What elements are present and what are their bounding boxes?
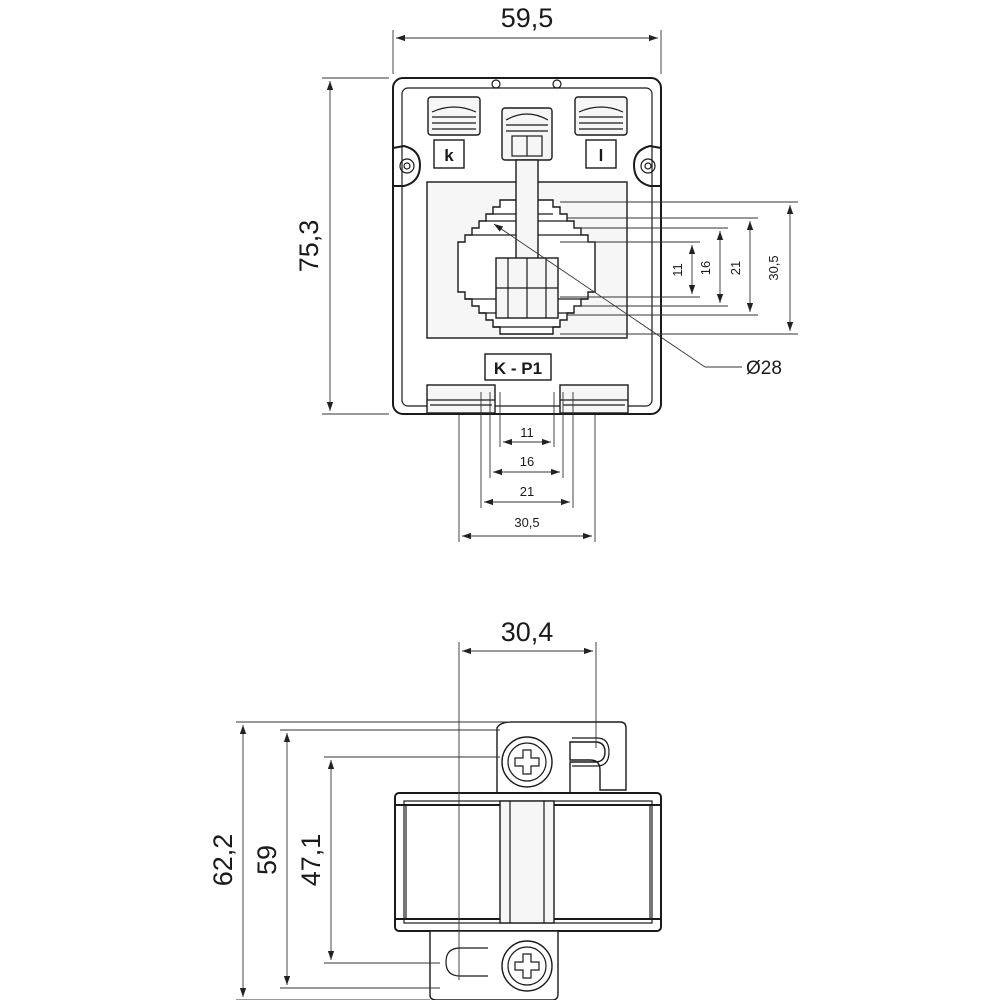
top-pin-left [491, 79, 501, 89]
terminal-label-box-l [585, 139, 617, 169]
busbar-h-16: 16 [520, 454, 534, 469]
marking-label: K - P1 [494, 359, 542, 378]
busbar-v-30-5: 30,5 [766, 255, 781, 280]
busbar-v-21: 21 [728, 261, 743, 275]
height-label: 75,3 [294, 220, 324, 273]
bottom-rail-left [426, 384, 496, 414]
side-height-59: 59 [252, 845, 282, 875]
mounting-ear-left [392, 144, 422, 187]
terminal-label-box-k [433, 139, 465, 169]
housing-outline [392, 77, 662, 415]
busbar-v-16: 16 [698, 261, 713, 275]
bottom-screw [501, 940, 553, 992]
width-label: 59,5 [501, 3, 554, 33]
side-view [394, 721, 662, 1000]
busbar-h-21: 21 [520, 484, 534, 499]
front-view: k l K - P1 [392, 77, 662, 415]
side-width-label: 30,4 [501, 617, 554, 647]
side-height-47-1: 47,1 [296, 834, 326, 887]
terminal-screw-right [574, 96, 628, 136]
busbar-h-11: 11 [520, 425, 534, 440]
terminal-screw-center [501, 107, 553, 161]
marking-label-box [484, 353, 552, 381]
busbar-h-30-5: 30,5 [514, 515, 539, 530]
side-center-rib [499, 800, 555, 924]
busbar-v-11: 11 [670, 263, 685, 277]
diameter-label: Ø28 [746, 358, 782, 379]
front-dimensions: 59,5 75,3 11 16 21 30,5 Ø28 11 [294, 3, 798, 542]
terminal-label-k: k [444, 146, 454, 165]
terminal-label-l: l [599, 146, 604, 165]
mounting-ear-right [632, 144, 662, 187]
housing-inner-outline [401, 87, 653, 407]
side-height-62-2: 62,2 [208, 834, 238, 887]
top-pin-right [552, 79, 562, 89]
terminal-screw-left [427, 96, 481, 136]
bottom-rail-right [559, 384, 629, 414]
top-screw [501, 736, 553, 788]
center-conductor [515, 159, 539, 261]
side-dimensions: 30,4 62,2 59 47,1 [208, 617, 597, 1000]
